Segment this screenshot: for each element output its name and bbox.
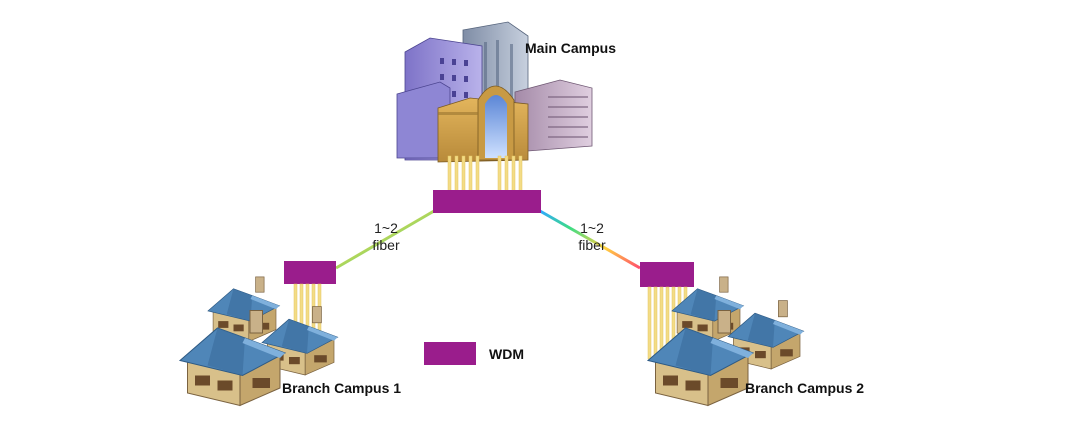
fiber-link-left [335, 209, 435, 270]
legend: WDM [424, 342, 524, 365]
fiber-right-count: 1~2 [580, 220, 604, 236]
fiber-left-count: 1~2 [374, 220, 398, 236]
legend-swatch [424, 342, 476, 365]
fiber-left-word: fiber [372, 237, 400, 253]
city-buildings-icon [396, 21, 593, 163]
main-campus-label: Main Campus [525, 40, 616, 56]
branch-campus-2-label: Branch Campus 2 [745, 380, 864, 396]
fiber-link-right [539, 209, 641, 270]
wdm-branch-2 [640, 262, 694, 287]
wdm-branch-1 [284, 261, 336, 284]
branch-campus-1-label: Branch Campus 1 [282, 380, 401, 396]
legend-label: WDM [489, 346, 524, 362]
wdm-main [433, 190, 541, 213]
fiber-right-word: fiber [578, 237, 606, 253]
